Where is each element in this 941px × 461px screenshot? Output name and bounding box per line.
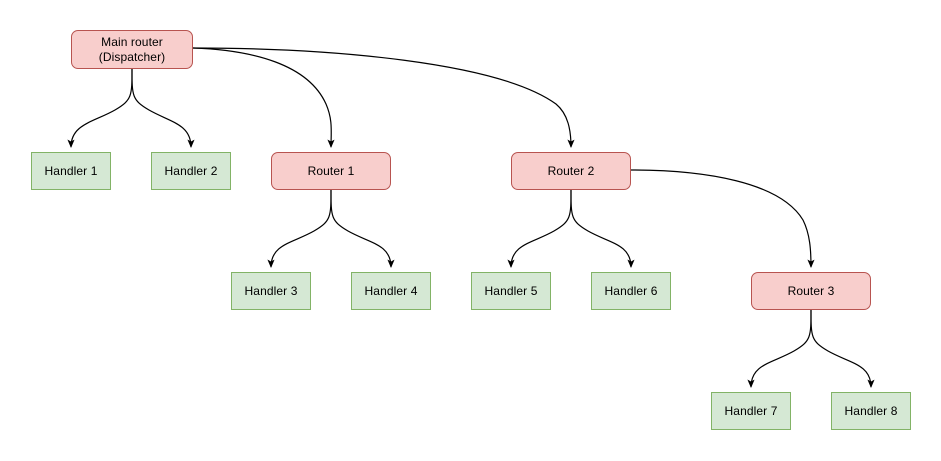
node-router-1[interactable]: Router 1 [271,152,391,190]
node-main-router[interactable]: Main router (Dispatcher) [71,30,193,69]
node-handler-5[interactable]: Handler 5 [471,272,551,310]
edge-router-3-to-handler-7 [747,309,812,388]
node-handler-1[interactable]: Handler 1 [31,152,111,190]
edge-main-to-handler-2 [131,68,195,148]
edge-router-1-to-handler-3 [267,189,332,268]
edge-main-to-handler-1 [67,68,133,148]
node-handler-7[interactable]: Handler 7 [711,392,791,430]
edge-router-2-to-router-3 [630,169,815,268]
node-handler-8[interactable]: Handler 8 [831,392,911,430]
edge-router-2-to-handler-5 [507,189,572,268]
node-handler-4[interactable]: Handler 4 [351,272,431,310]
edge-router-2-to-handler-6 [570,189,635,268]
node-handler-3[interactable]: Handler 3 [231,272,311,310]
node-router-2[interactable]: Router 2 [511,152,631,190]
node-router-3[interactable]: Router 3 [751,272,871,310]
edge-main-to-router-1 [192,47,335,148]
edge-router-1-to-handler-4 [330,189,395,268]
edge-main-to-router-2 [192,47,575,148]
edge-router-3-to-handler-8 [810,309,875,388]
node-handler-6[interactable]: Handler 6 [591,272,671,310]
node-handler-2[interactable]: Handler 2 [151,152,231,190]
